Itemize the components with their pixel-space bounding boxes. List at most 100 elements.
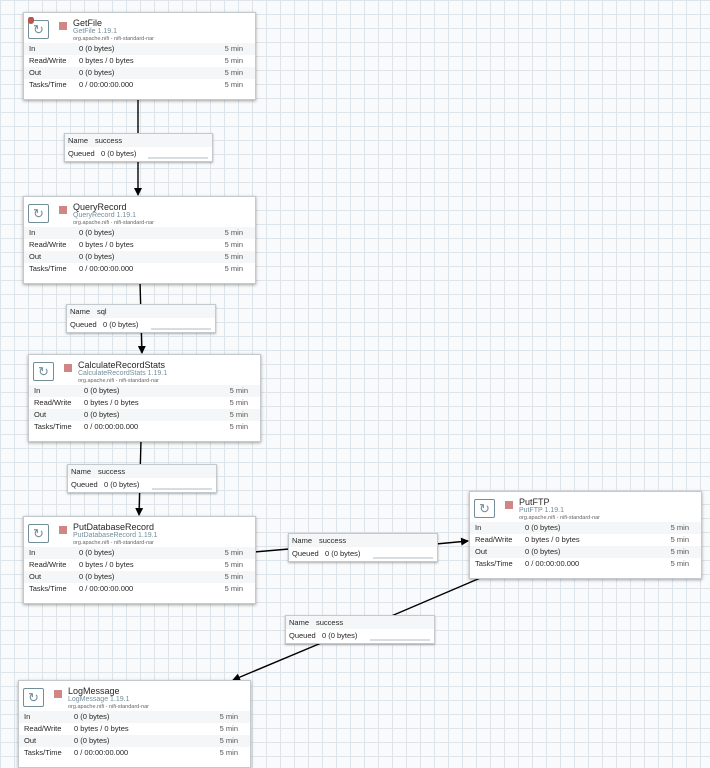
stat-label: Read/Write bbox=[24, 724, 62, 733]
processor-type: GetFile 1.19.1 bbox=[73, 28, 117, 35]
stat-window: 5 min bbox=[670, 547, 689, 556]
processor-name: LogMessage bbox=[68, 686, 120, 696]
stat-window: 5 min bbox=[224, 80, 243, 89]
connection-name-label: Name bbox=[68, 136, 89, 145]
stat-window: 5 min bbox=[224, 584, 243, 593]
processor-bundle: org.apache.nifi - nifi-standard-nar bbox=[78, 378, 160, 384]
stat-label: In bbox=[24, 712, 31, 721]
connection-name-value: success bbox=[319, 536, 347, 545]
stat-window: 5 min bbox=[224, 240, 243, 249]
stopped-square-icon bbox=[59, 22, 67, 30]
processor-name: GetFile bbox=[73, 18, 103, 28]
processor-name: PutFTP bbox=[519, 497, 550, 507]
connection-name-value: sql bbox=[97, 307, 107, 316]
connection-queued-label: Queued bbox=[70, 320, 97, 329]
processor-bundle: org.apache.nifi - nifi-standard-nar bbox=[73, 220, 155, 226]
stat-window: 5 min bbox=[670, 559, 689, 568]
stat-value: 0 bytes / 0 bytes bbox=[79, 240, 134, 249]
stat-value: 0 (0 bytes) bbox=[79, 548, 115, 557]
processor-type: QueryRecord 1.19.1 bbox=[73, 212, 137, 219]
processor-type: PutDatabaseRecord 1.19.1 bbox=[73, 532, 158, 539]
connection-queued-value: 0 (0 bytes) bbox=[325, 549, 361, 558]
stat-window: 5 min bbox=[224, 560, 243, 569]
stat-value: 0 (0 bytes) bbox=[84, 386, 120, 395]
stat-value: 0 (0 bytes) bbox=[74, 736, 110, 745]
connection-queued-label: Queued bbox=[289, 631, 316, 640]
processor-type: LogMessage 1.19.1 bbox=[68, 696, 130, 703]
stat-window: 5 min bbox=[219, 736, 238, 745]
connection-name-value: success bbox=[316, 618, 344, 627]
stopped-square-icon bbox=[505, 501, 513, 509]
connection-line[interactable] bbox=[388, 575, 486, 618]
processor-icon: ↻ bbox=[28, 204, 49, 223]
stat-value: 0 (0 bytes) bbox=[74, 712, 110, 721]
stat-window: 5 min bbox=[219, 748, 238, 757]
backpressure-bar bbox=[373, 557, 433, 559]
stat-value: 0 / 00:00:00.000 bbox=[74, 748, 129, 757]
stat-window: 5 min bbox=[219, 724, 238, 733]
stat-label: Tasks/Time bbox=[34, 422, 72, 431]
processor-name: QueryRecord bbox=[73, 202, 127, 212]
connection-line[interactable] bbox=[232, 640, 327, 681]
processor-icon: ↻ bbox=[28, 524, 49, 543]
connection-name-row: Name success bbox=[65, 134, 212, 147]
invalid-warning-icon[interactable] bbox=[28, 17, 34, 24]
stat-window: 5 min bbox=[229, 398, 248, 407]
stat-window: 5 min bbox=[224, 264, 243, 273]
processor-icon: ↻ bbox=[33, 362, 54, 381]
stat-window: 5 min bbox=[224, 252, 243, 261]
connection-queued-value: 0 (0 bytes) bbox=[103, 320, 139, 329]
connection-name-value: success bbox=[95, 136, 123, 145]
stopped-square-icon bbox=[64, 364, 72, 372]
connection-queued-value: 0 (0 bytes) bbox=[104, 480, 140, 489]
processor-type: CalculateRecordStats 1.19.1 bbox=[78, 370, 168, 377]
stat-value: 0 / 00:00:00.000 bbox=[79, 264, 134, 273]
stat-label: Out bbox=[29, 572, 42, 581]
stat-label: Tasks/Time bbox=[29, 80, 67, 89]
stat-label: Tasks/Time bbox=[29, 584, 67, 593]
stat-label: Tasks/Time bbox=[475, 559, 513, 568]
stat-value: 0 bytes / 0 bytes bbox=[74, 724, 129, 733]
backpressure-bar bbox=[370, 639, 430, 641]
connection-line[interactable] bbox=[253, 548, 290, 553]
connection-name-label: Name bbox=[70, 307, 91, 316]
stat-value: 0 (0 bytes) bbox=[525, 523, 561, 532]
stat-label: Out bbox=[29, 252, 42, 261]
stat-value: 0 bytes / 0 bytes bbox=[79, 560, 134, 569]
stat-value: 0 bytes / 0 bytes bbox=[84, 398, 139, 407]
processor-icon: ↻ bbox=[23, 688, 44, 707]
connection-line[interactable] bbox=[435, 537, 469, 546]
